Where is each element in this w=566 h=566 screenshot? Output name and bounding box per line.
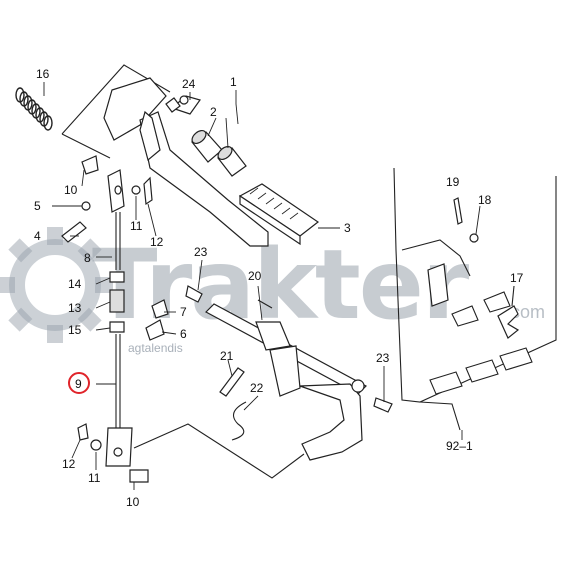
callout-5: 5 <box>34 199 41 213</box>
callout-4: 4 <box>34 229 41 243</box>
pin-12-lower <box>77 423 89 441</box>
fork-shaft-20 <box>205 303 367 461</box>
bolt-10-lower <box>129 469 149 483</box>
callout-7: 7 <box>180 305 187 319</box>
callout-12-lower: 12 <box>62 457 76 471</box>
watermark-tagline: agtalendis <box>128 341 183 355</box>
callout-6: 6 <box>180 327 187 341</box>
callout-8: 8 <box>84 251 91 265</box>
callout-24: 24 <box>182 77 196 91</box>
pin-21 <box>219 367 245 397</box>
callout-22: 22 <box>250 381 264 395</box>
callout-10-upper: 10 <box>64 183 78 197</box>
callout-92-1: 92–1 <box>446 439 473 453</box>
callout-20: 20 <box>248 269 262 283</box>
drawing: 16 24 1 2 3 10 5 4 11 12 8 14 13 15 23 7… <box>15 64 557 509</box>
callout-14: 14 <box>68 277 82 291</box>
bolt-10-upper <box>81 155 99 175</box>
highlight-ring-9 <box>68 372 90 394</box>
washer-11-lower <box>90 439 102 451</box>
washer-11-upper <box>131 185 141 195</box>
bolt-4 <box>61 221 87 243</box>
washer-5 <box>81 201 91 211</box>
callout-labels: 16 24 1 2 3 10 5 4 11 12 8 14 13 15 23 7… <box>34 67 524 509</box>
callout-1: 1 <box>230 75 237 89</box>
callout-23-left: 23 <box>194 245 208 259</box>
callout-19: 19 <box>446 175 460 189</box>
callout-11-lower: 11 <box>88 471 101 485</box>
bolt-7 <box>151 299 169 319</box>
callout-21: 21 <box>220 349 234 363</box>
callout-3: 3 <box>344 221 351 235</box>
pin-24 <box>165 95 189 113</box>
pedal-assembly-1 <box>103 77 269 247</box>
callout-23-right: 23 <box>376 351 390 365</box>
pin-19 <box>453 197 463 225</box>
callout-9: 9 <box>75 377 82 391</box>
washer-18 <box>469 233 479 243</box>
bolt-23-left <box>185 285 203 303</box>
bolt-23-right <box>373 397 393 413</box>
callout-2: 2 <box>210 105 217 119</box>
callout-17: 17 <box>510 271 524 285</box>
bolt-6 <box>145 319 165 341</box>
callout-10-lower: 10 <box>126 495 140 509</box>
spring-16 <box>15 87 53 131</box>
callout-15: 15 <box>68 323 82 337</box>
rod-assembly <box>105 169 133 467</box>
clip-17 <box>497 305 520 339</box>
pedal-pad-3 <box>238 183 320 246</box>
pin-12-upper <box>143 176 153 206</box>
callout-11-upper: 11 <box>130 219 143 233</box>
callout-16: 16 <box>36 67 50 81</box>
bushings-2 <box>191 129 247 177</box>
gear-icon <box>0 227 113 343</box>
callout-12-upper: 12 <box>150 235 164 249</box>
spring-22 <box>231 401 247 441</box>
housing-92-1 <box>393 167 557 431</box>
callout-13: 13 <box>68 301 82 315</box>
callout-18: 18 <box>478 193 492 207</box>
